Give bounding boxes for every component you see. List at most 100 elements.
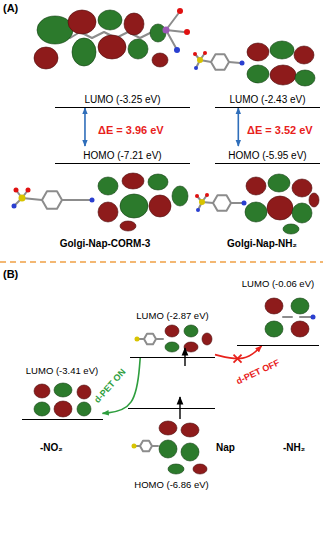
edge-label: ΔE = 3.96 eV	[97, 124, 165, 137]
lobe	[265, 298, 283, 314]
atom	[26, 188, 31, 193]
orbital-lobes	[12, 173, 189, 231]
lobe	[172, 186, 188, 206]
electron-arrow	[184, 348, 185, 366]
lobe	[193, 464, 207, 474]
energy-level: LUMO (-2.87 eV)	[130, 310, 215, 358]
ring	[213, 195, 231, 211]
atom	[203, 51, 207, 55]
figure-label: -NH₂	[283, 442, 305, 454]
lobe	[34, 384, 50, 398]
orbital-lobes	[265, 298, 316, 337]
energy-level: LUMO (-3.25 eV)	[55, 90, 190, 108]
lobe	[270, 41, 294, 59]
atom	[242, 201, 247, 206]
figure-label: Golgi-Nap-NH₂	[227, 238, 297, 250]
figure-label: Golgi-Nap-CORM-3	[60, 238, 151, 250]
level-label: LUMO (-2.87 eV)	[134, 310, 210, 324]
lobe	[291, 298, 309, 314]
label-holder: (A)	[3, 2, 18, 15]
figure-label: (B)	[3, 268, 18, 281]
lobe	[168, 464, 184, 474]
lobe	[159, 421, 177, 435]
panel-separator	[0, 261, 323, 263]
lobe	[270, 65, 296, 85]
lobe	[120, 221, 136, 231]
lobe	[98, 177, 118, 195]
bond	[137, 338, 163, 340]
lobe	[54, 383, 72, 397]
lobe	[77, 385, 91, 399]
bond	[134, 445, 158, 447]
level-label: LUMO (-0.06 eV)	[240, 278, 316, 292]
lobe	[247, 65, 269, 83]
level-label: LUMO (-3.25 eV)	[82, 93, 162, 108]
atom	[199, 199, 205, 205]
lobe	[159, 440, 177, 458]
lobe	[149, 195, 171, 217]
orbital-lobes	[195, 174, 319, 234]
atom	[197, 57, 203, 63]
label-holder: Golgi-Nap-NH₂	[227, 238, 297, 250]
lobe	[34, 47, 58, 69]
lobe	[291, 321, 309, 337]
lobe	[148, 174, 168, 190]
lobe	[181, 423, 199, 437]
orbital-lobes	[34, 8, 190, 69]
orbital-lobes	[193, 41, 315, 86]
lobe	[122, 173, 144, 189]
atom	[174, 47, 180, 53]
atom	[135, 337, 140, 342]
lobe	[68, 10, 96, 34]
level-label: HOMO (-6.86 eV)	[132, 478, 210, 492]
bond	[283, 316, 312, 318]
energy-level: HOMO (-5.95 eV)	[215, 146, 320, 164]
lobe	[184, 342, 198, 352]
lobe	[120, 194, 148, 218]
connector-arrow	[84, 108, 86, 146]
lobe	[165, 325, 179, 337]
lobe	[34, 402, 50, 416]
bond	[14, 190, 90, 206]
lobe	[98, 35, 126, 59]
lobe	[37, 16, 73, 44]
atom	[19, 195, 26, 202]
lobe	[128, 39, 148, 59]
lobe	[150, 24, 166, 42]
label-holder: Golgi-Nap-CORM-3	[60, 238, 151, 250]
lobe	[292, 203, 312, 223]
orbital-lobes	[135, 325, 213, 352]
atom	[196, 208, 200, 212]
edge-label-holder: ΔE = 3.96 eV	[97, 124, 165, 137]
energy-level: HOMO (-7.21 eV)	[55, 146, 190, 164]
level-label: LUMO (-2.43 eV)	[227, 93, 307, 108]
lobe	[283, 224, 299, 234]
lobe	[292, 179, 312, 197]
atom	[311, 315, 316, 320]
atom	[193, 52, 197, 56]
lobe	[152, 53, 168, 67]
lobe	[202, 333, 212, 345]
edge-label: ΔE = 3.52 eV	[246, 124, 314, 137]
lobe	[294, 46, 314, 64]
lobe	[309, 193, 319, 207]
bond	[197, 195, 242, 210]
energy-level: LUMO (-2.43 eV)	[215, 90, 320, 108]
energy-level: LUMO (-0.06 eV)	[237, 278, 319, 346]
blocked-mark	[234, 355, 242, 363]
figure-label: -NO₂	[40, 442, 63, 454]
atom	[177, 8, 183, 14]
connector-arrow	[238, 108, 240, 146]
energy-level: LUMO (-3.41 eV)	[22, 365, 103, 420]
atom	[240, 61, 245, 66]
edge-label-holder: ΔE = 3.52 eV	[246, 124, 314, 137]
atom	[12, 204, 17, 209]
lobe	[268, 174, 290, 192]
orbital-lobes	[34, 383, 91, 417]
lobe	[265, 321, 283, 337]
level-label: HOMO (-7.21 eV)	[81, 149, 163, 164]
atom	[90, 198, 95, 203]
